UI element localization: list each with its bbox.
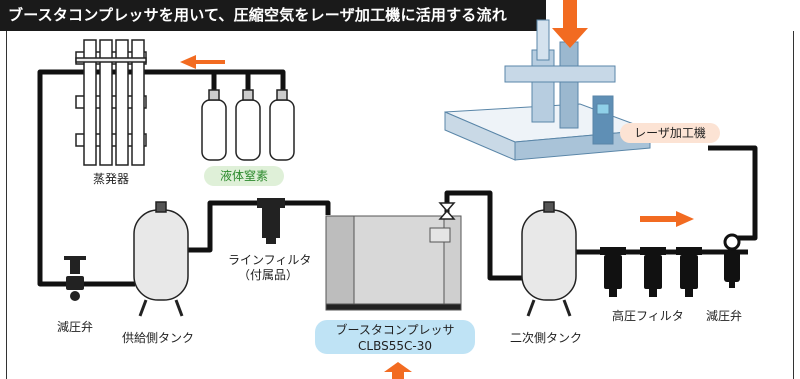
pressure-valve-right-graphic [723, 233, 741, 288]
arrow-left-top [180, 55, 225, 69]
booster-compressor-graphic [325, 215, 462, 311]
secondary-tank-label: 二次側タンク [510, 331, 583, 345]
evaporator-label: 蒸発器 [93, 172, 130, 186]
diagram-title: ブースタコンプレッサを用いて、圧縮空気をレーザ加工機に活用する流れ [0, 0, 546, 31]
arrow-down-top [552, 0, 588, 48]
supply-tank-graphic [133, 201, 189, 317]
flow-arrows [180, 0, 694, 379]
secondary-tank-graphic [521, 201, 577, 317]
nitrogen-cylinders [201, 89, 295, 161]
pressure-valve-left-label: 減圧弁 [57, 320, 94, 334]
arrow-up-bottom [384, 362, 412, 379]
line-filter-label-line1: ラインフィルタ [228, 253, 312, 267]
booster-compressor-label: ブースタコンプレッサ CLBS55C-30 [315, 320, 475, 354]
frame-right-border [793, 31, 794, 379]
pressure-valve-right-label: 減圧弁 [706, 309, 743, 323]
frame-left-border [6, 31, 7, 379]
pipes [37, 69, 758, 287]
pipe-to-laser [708, 145, 758, 241]
liquid-nitrogen-label: 液体窒素 [204, 166, 284, 186]
laser-machine-label: レーザ加工機 [620, 123, 720, 143]
arrow-right-mid [640, 211, 694, 227]
line-filter-label-line2: （付属品） [238, 268, 299, 282]
line-filter-graphic [257, 198, 285, 244]
laser-machine-graphic [444, 19, 651, 161]
pipe-booster-to-secondary [444, 190, 522, 281]
high-pressure-filter-label: 高圧フィルタ [612, 309, 684, 323]
evaporator [75, 39, 147, 166]
booster-compressor-model: CLBS55C-30 [358, 339, 432, 353]
booster-compressor-name: ブースタコンプレッサ [335, 323, 455, 337]
check-valve-graphic [438, 202, 456, 220]
pressure-valve-left-graphic [64, 256, 86, 301]
pipe-nitrogen-to-valve [37, 69, 286, 287]
high-pressure-filters-graphic [600, 247, 702, 297]
pipe-tank-to-booster [188, 200, 331, 253]
supply-tank-label: 供給側タンク [122, 331, 195, 345]
